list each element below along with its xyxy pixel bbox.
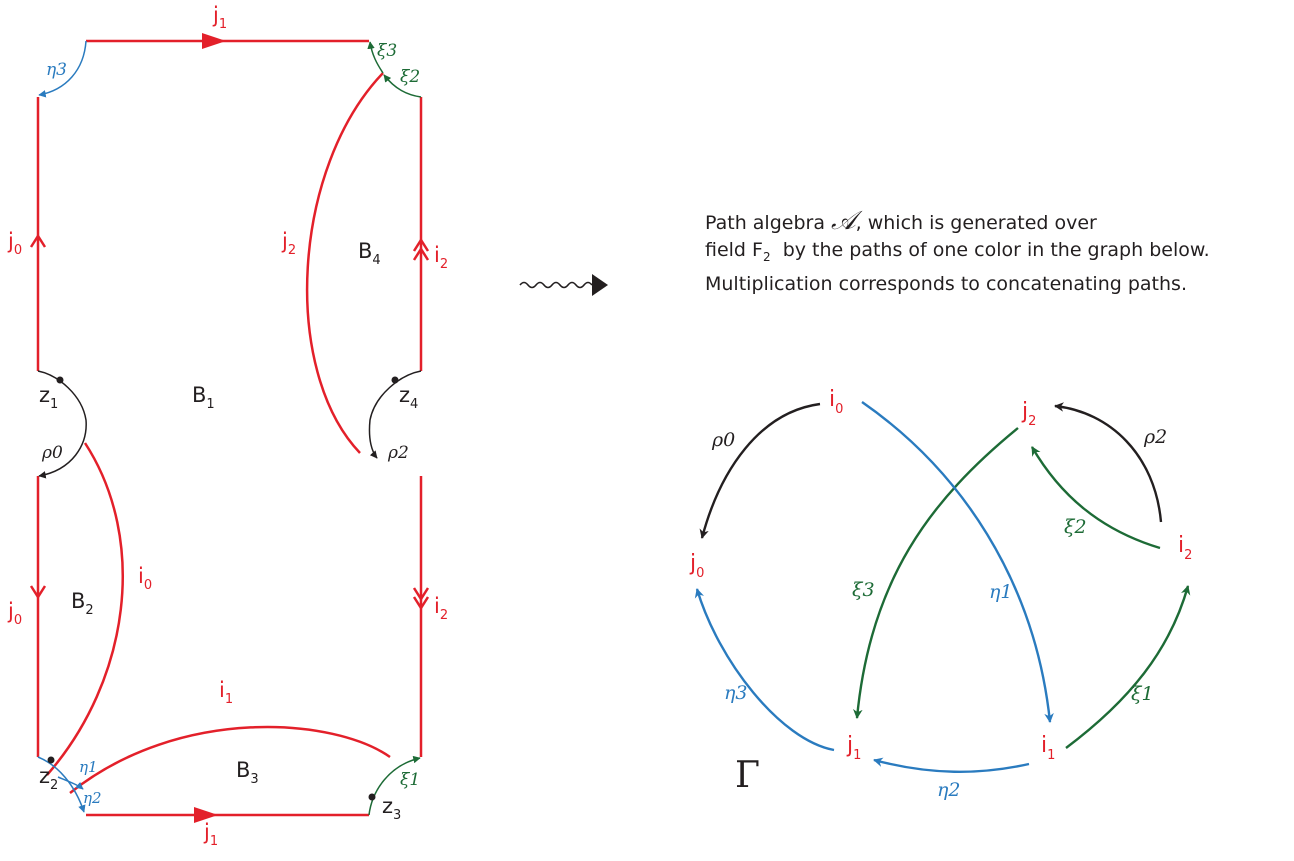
arc-i0 bbox=[46, 442, 124, 776]
label-i2-right-top: i2 bbox=[434, 243, 448, 272]
edge-i2-right-top-arrow bbox=[412, 237, 430, 261]
description-line-2: field F2 by the paths of one color in th… bbox=[705, 239, 1210, 264]
graph-label-rho2: ρ2 bbox=[1143, 426, 1167, 448]
graph-edge-xi1 bbox=[1065, 585, 1191, 749]
heegaard-diagram: j1 j0 j0 j2 i2 i2 i0 i1 j1 B1 B2 B3 B4 z… bbox=[7, 3, 448, 849]
graph-node-j1: j1 bbox=[846, 733, 861, 763]
label-j0-left-top: j0 bbox=[7, 229, 22, 258]
label-j0-left-bottom: j0 bbox=[7, 599, 22, 628]
chord-label-eta1: η1 bbox=[79, 758, 98, 776]
graph-name: Γ bbox=[735, 755, 760, 796]
description-line-1: Path algebra 𝒜, which is generated over bbox=[705, 206, 1097, 236]
label-j1-bottom: j1 bbox=[203, 820, 218, 849]
puncture-dot-z2 bbox=[47, 756, 55, 764]
label-j2-arc: j2 bbox=[281, 229, 296, 258]
chord-eta2 bbox=[37, 756, 86, 813]
chord-xi3 bbox=[367, 41, 384, 74]
chord-label-eta3: η3 bbox=[46, 60, 67, 80]
squiggle-arrow-icon bbox=[519, 274, 608, 296]
algebra-symbol: 𝒜 bbox=[831, 206, 856, 236]
puncture-z1: z1 bbox=[39, 383, 58, 412]
chord-z4 bbox=[368, 370, 422, 459]
path-algebra-description: Path algebra 𝒜, which is generated over … bbox=[705, 208, 1285, 298]
chord-xi1 bbox=[368, 755, 421, 816]
edge-j1-bottom-arrow bbox=[194, 807, 218, 823]
graph-label-xi3: ξ3 bbox=[852, 579, 875, 601]
puncture-z2: z2 bbox=[39, 764, 58, 793]
description-line-3: Multiplication corresponds to concatenat… bbox=[705, 272, 1187, 295]
edge-j1-top-arrow bbox=[202, 33, 226, 49]
chord-label-rho0: ρ0 bbox=[41, 443, 63, 463]
puncture-z3: z3 bbox=[382, 794, 401, 823]
graph-edge-eta3 bbox=[694, 588, 835, 752]
chord-label-rho2: ρ2 bbox=[387, 443, 409, 463]
chord-xi2 bbox=[383, 74, 422, 98]
puncture-dot-z1 bbox=[56, 376, 64, 384]
graph-label-rho0: ρ0 bbox=[711, 429, 735, 451]
chord-label-eta2: η2 bbox=[83, 789, 102, 807]
puncture-dot-z4 bbox=[391, 376, 399, 384]
chord-label-xi3: ξ3 bbox=[377, 41, 397, 61]
arc-i1 bbox=[69, 725, 391, 794]
graph-label-xi2: ξ2 bbox=[1064, 516, 1087, 538]
quiver-graph: i0 j2 j0 i2 j1 i1 ρ0 ρ2 ξ2 ξ3 η1 η3 ξ1 η… bbox=[689, 387, 1192, 801]
graph-node-i0: i0 bbox=[829, 387, 843, 417]
graph-edge-rho2 bbox=[1054, 402, 1163, 523]
chord-label-xi1: ξ1 bbox=[400, 770, 420, 790]
graph-edge-xi3 bbox=[853, 427, 1019, 719]
graph-node-j0: j0 bbox=[689, 551, 704, 581]
chord-label-xi2: ξ2 bbox=[400, 67, 420, 87]
graph-edge-xi2 bbox=[1030, 446, 1161, 550]
graph-node-i2: i2 bbox=[1178, 533, 1192, 563]
edge-j0-left-top-arrow bbox=[29, 233, 47, 248]
graph-label-eta1: η1 bbox=[989, 581, 1012, 603]
edge-i2-right-bottom-arrow bbox=[412, 587, 430, 611]
graph-edge-rho0 bbox=[699, 402, 821, 539]
region-B2: B2 bbox=[71, 589, 94, 618]
region-B3: B3 bbox=[236, 758, 259, 787]
chord-eta1 bbox=[57, 776, 84, 790]
label-j1-top: j1 bbox=[212, 3, 227, 32]
chord-eta3 bbox=[38, 40, 87, 98]
graph-label-eta2: η2 bbox=[937, 779, 960, 801]
puncture-z4: z4 bbox=[399, 383, 418, 412]
region-B4: B4 bbox=[358, 239, 381, 268]
graph-edge-eta1 bbox=[861, 401, 1054, 723]
graph-label-xi1: ξ1 bbox=[1131, 683, 1154, 705]
region-B1: B1 bbox=[192, 383, 215, 412]
arc-j2 bbox=[305, 72, 384, 454]
graph-label-eta3: η3 bbox=[724, 682, 747, 704]
edge-j0-left-bottom-arrow bbox=[29, 585, 47, 600]
label-i2-right-bottom: i2 bbox=[434, 594, 448, 623]
graph-edge-eta2 bbox=[873, 757, 1030, 774]
label-i1-arc: i1 bbox=[219, 678, 233, 707]
graph-node-i1: i1 bbox=[1041, 733, 1055, 763]
graph-node-j2: j2 bbox=[1021, 399, 1036, 429]
label-i0-arc: i0 bbox=[138, 564, 152, 593]
puncture-dot-z3 bbox=[368, 793, 376, 801]
